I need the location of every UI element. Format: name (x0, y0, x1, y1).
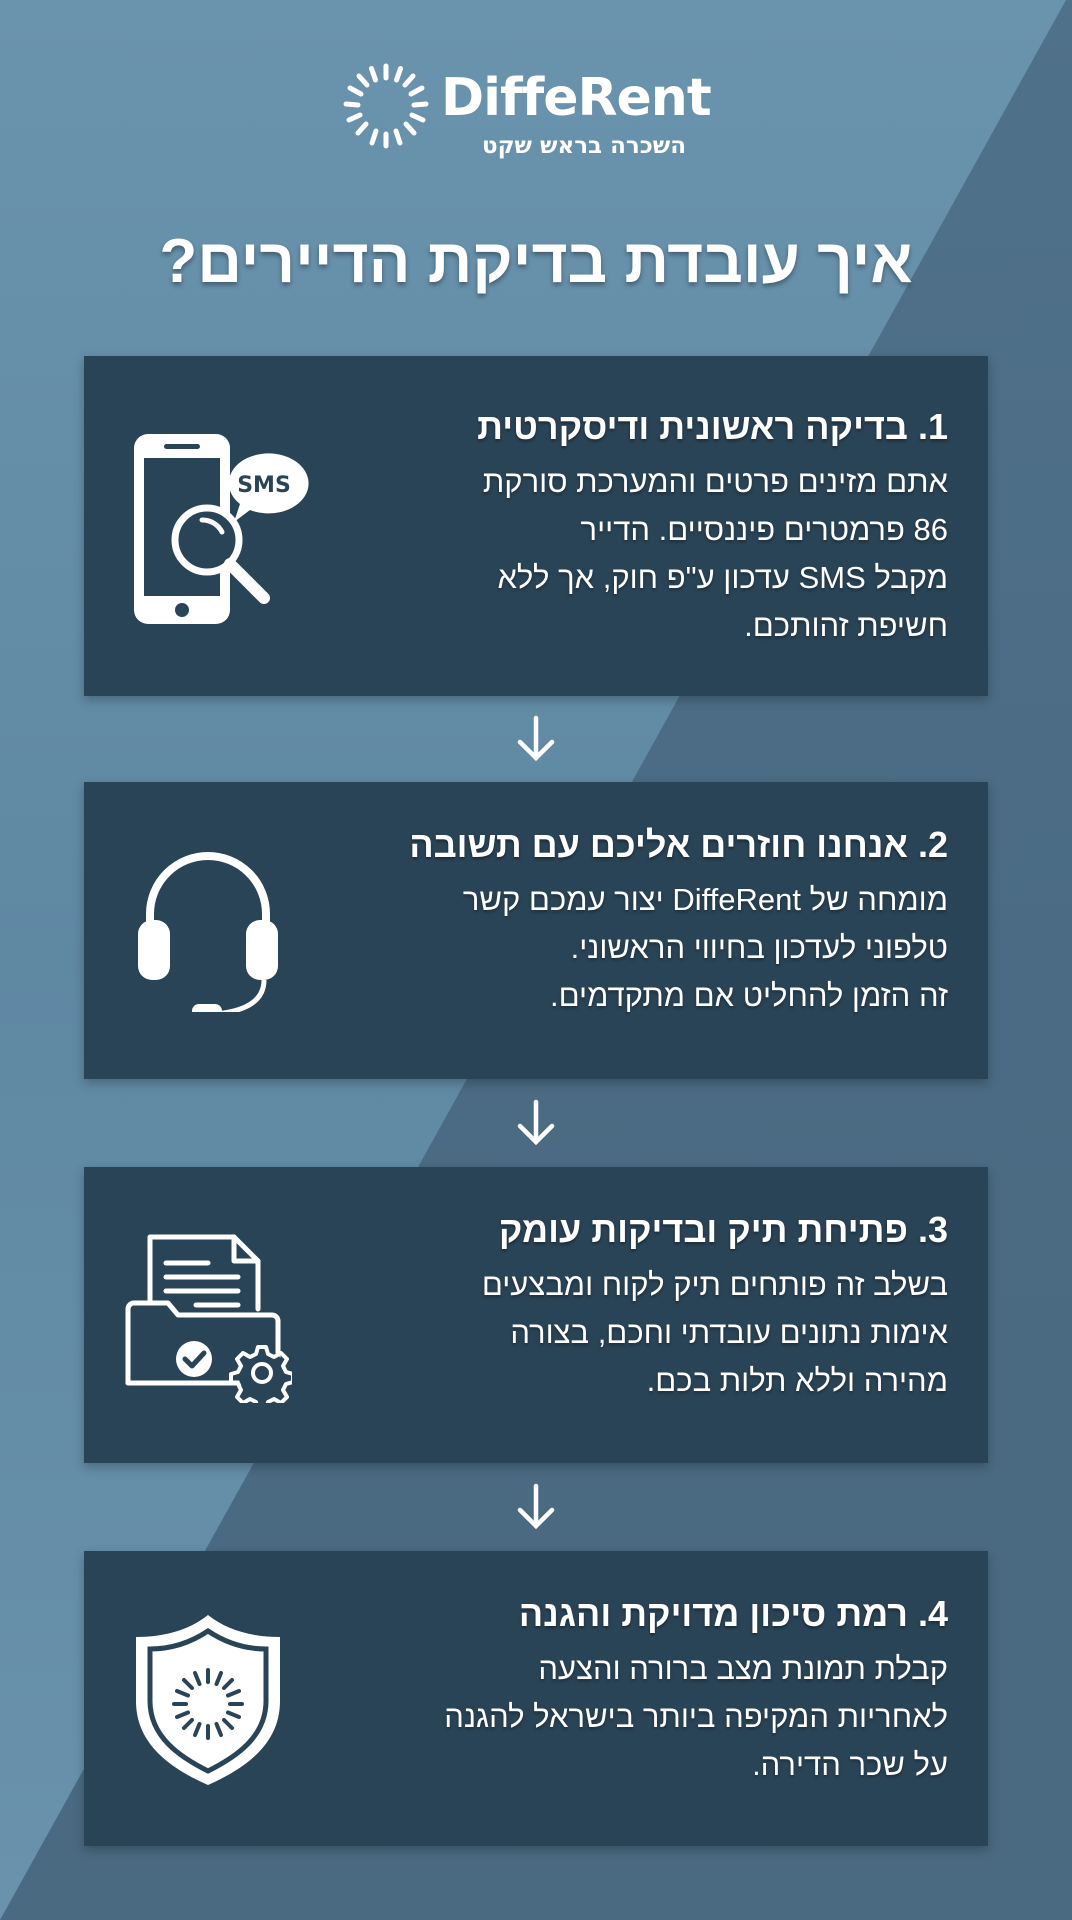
headset-icon (138, 852, 278, 1012)
step-description-line: 86 פרמטרים פיננסיים. הדייר (580, 512, 948, 547)
step-description-line: טלפוני לעדכון בחיווי הראשוני. (570, 930, 948, 965)
step-description-line: אימות נתונים עובדתי וחכם, בצורה (510, 1315, 948, 1350)
step-card-2: 2. אנחנו חוזרים אליכם עם תשובה מומחה של … (84, 782, 988, 1079)
step-description-line: קבלת תמונת מצב ברורה והצעה (538, 1651, 948, 1686)
step-description: בשלב זה פותחים תיק לקוח ומבצעים אימות נת… (328, 1261, 948, 1405)
phone-search-sms-icon: SMS (134, 434, 309, 624)
step-title: 1. בדיקה ראשונית ודיסקרטית (477, 406, 948, 447)
step-description-line: מקבל SMS עדכון ע"פ חוק, אך ללא (497, 560, 948, 595)
step-description-line: זה הזמן להחליט אם מתקדמים. (550, 978, 948, 1013)
page-title: איך עובדת בדיקת הדיירים? (159, 227, 913, 296)
step-card-1: SMS 1. בדיקה ראשונית ודיסקרטית אתם מזיני… (84, 356, 988, 696)
arrow-down-icon (517, 1099, 555, 1146)
step-description: אתם מזינים פרטים והמערכת סורקת 86 פרמטרי… (358, 458, 948, 650)
step-description-line: בשלב זה פותחים תיק לקוח ומבצעים (481, 1267, 948, 1302)
step-description-line: מהירה וללא תלות בכם. (646, 1363, 948, 1398)
step-title: 4. רמת סיכון מדויקת והגנה (518, 1593, 948, 1634)
step-description: קבלת תמונת מצב ברורה והצעה לאחריות המקיפ… (268, 1645, 948, 1789)
step-description-line: חשיפת זהותכם. (744, 608, 948, 643)
step-description-line: אתם מזינים פרטים והמערכת סורקת (482, 464, 948, 499)
step-description-line: מומחה של DiffeRent יצור עמכם קשר (462, 882, 948, 917)
step-text: 2. אנחנו חוזרים אליכם עם תשובה מומחה של … (248, 822, 948, 1020)
step-card-4: 4. רמת סיכון מדויקת והגנה קבלת תמונת מצב… (84, 1551, 988, 1846)
step-text: 4. רמת סיכון מדויקת והגנה קבלת תמונת מצב… (268, 1591, 948, 1789)
folder-document-gear-icon (125, 1234, 292, 1403)
step-card-3: 3. פתיחת תיק ובדיקות עומק בשלב זה פותחים… (84, 1167, 988, 1463)
step-text: 3. פתיחת תיק ובדיקות עומק בשלב זה פותחים… (328, 1207, 948, 1405)
brand-name: DiffeRent (441, 68, 712, 128)
arrow-down-icon (517, 1483, 555, 1530)
step-description: מומחה של DiffeRent יצור עמכם קשר טלפוני … (248, 876, 948, 1020)
step-description-line: לאחריות המקיפה ביותר בישראל להגנה (444, 1699, 948, 1734)
svg-text:SMS: SMS (237, 473, 291, 498)
shield-icon (136, 1615, 280, 1785)
step-text: 1. בדיקה ראשונית ודיסקרטית אתם מזינים פר… (358, 404, 948, 650)
step-title: 3. פתיחת תיק ובדיקות עומק (498, 1209, 948, 1250)
brand-tagline: השכרה בראש שקט (482, 133, 686, 159)
step-title: 2. אנחנו חוזרים אליכם עם תשובה (409, 824, 948, 865)
step-description-line: על שכר הדירה. (752, 1747, 948, 1782)
sunburst-logo-icon (343, 63, 429, 149)
arrow-down-icon (517, 715, 555, 762)
brand-logo: DiffeRent השכרה בראש שקט (338, 56, 738, 166)
